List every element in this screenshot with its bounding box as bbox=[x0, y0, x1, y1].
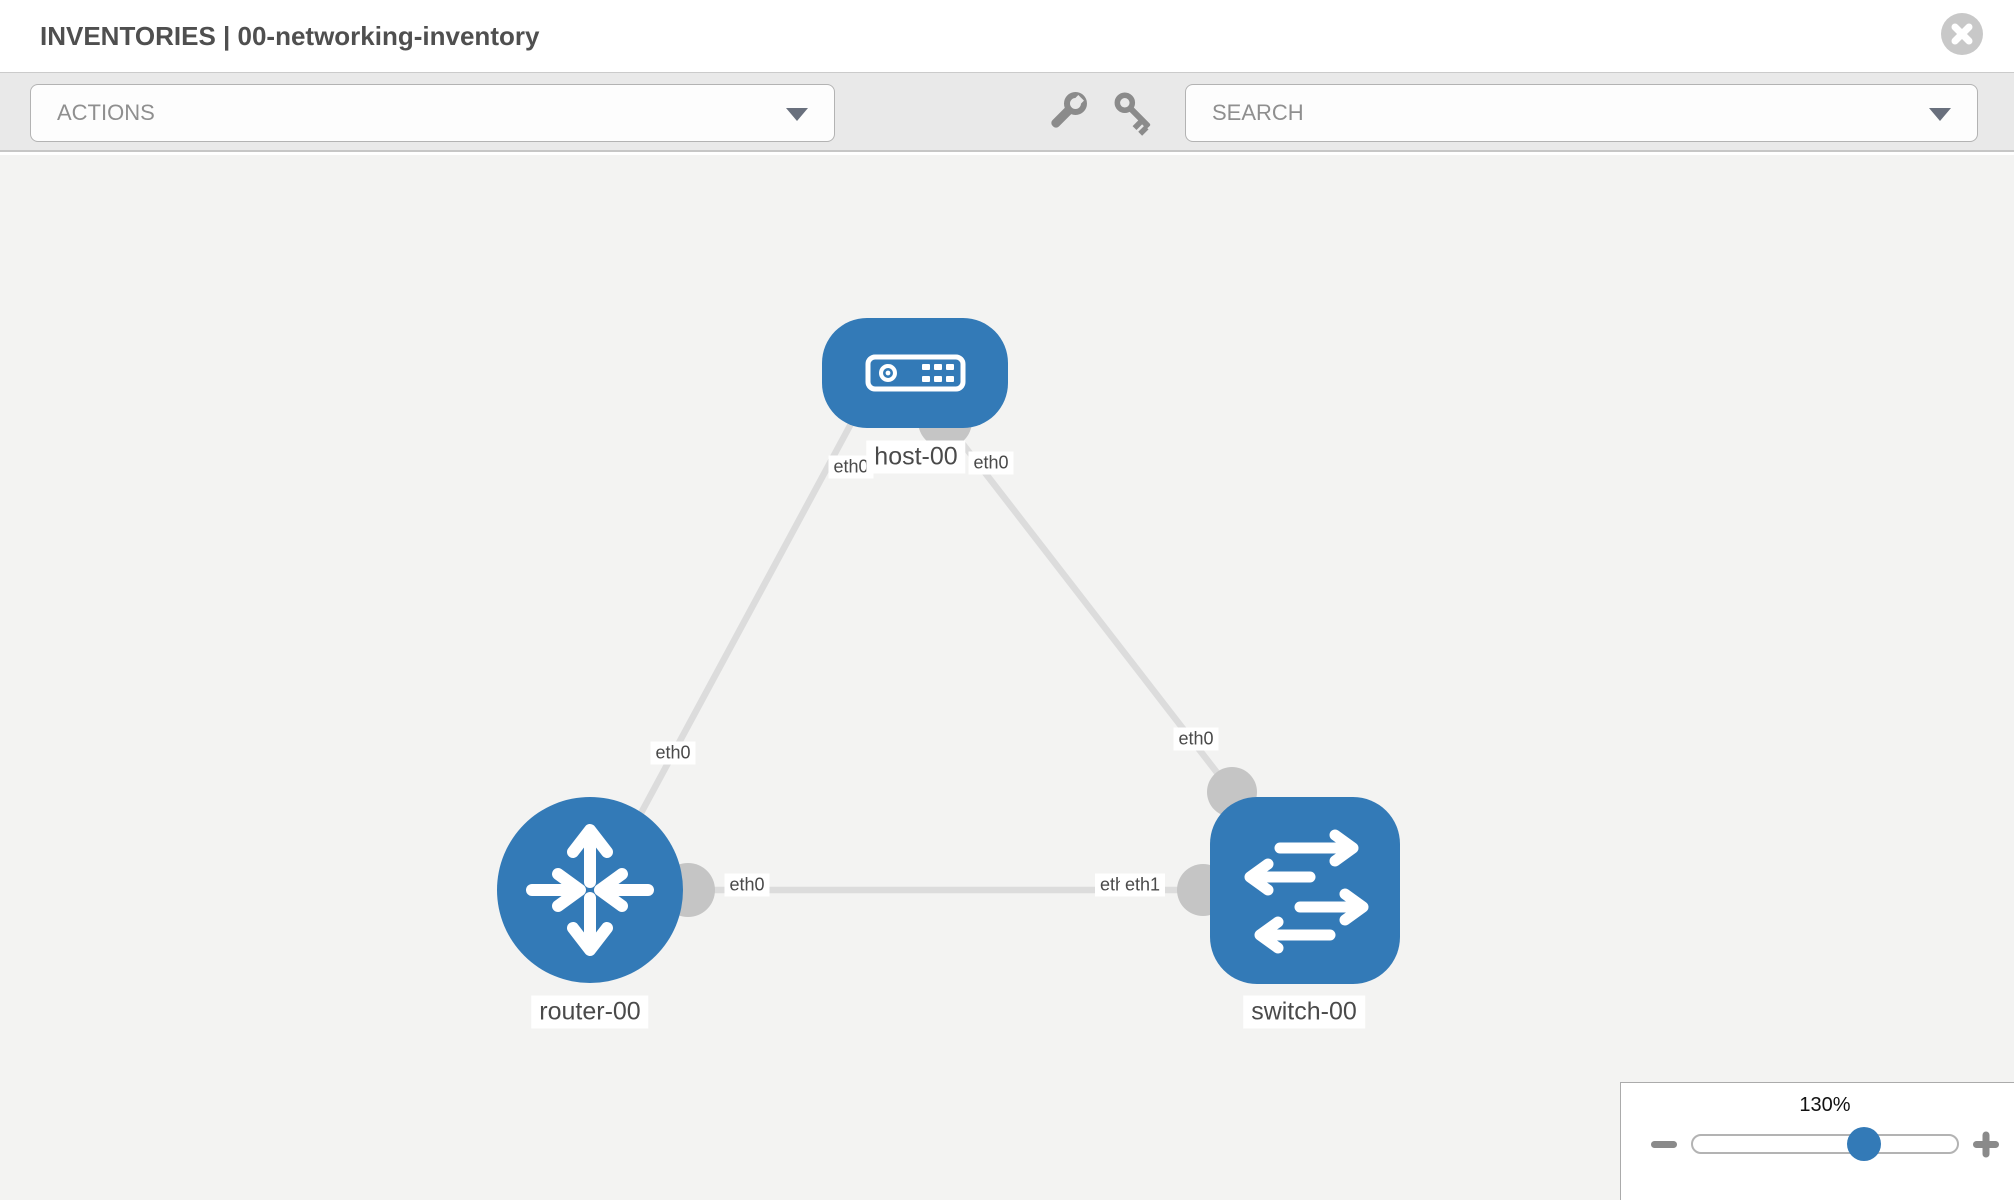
credentials-button[interactable] bbox=[1108, 84, 1160, 140]
key-icon bbox=[1114, 92, 1151, 136]
zoom-panel: 130% bbox=[1620, 1082, 2014, 1200]
interface-label: eth0 bbox=[968, 451, 1014, 475]
wrench-icon bbox=[1051, 92, 1087, 128]
header: INVENTORIES | 00-networking-inventory bbox=[0, 0, 2014, 72]
zoom-slider-handle[interactable] bbox=[1847, 1127, 1881, 1161]
interface-label: eth0 bbox=[1173, 727, 1219, 751]
node-router-00[interactable] bbox=[497, 797, 683, 983]
page-title: INVENTORIES | 00-networking-inventory bbox=[40, 21, 540, 51]
host-icon bbox=[865, 354, 966, 392]
chevron-down-icon bbox=[1929, 108, 1951, 121]
search-dropdown[interactable]: SEARCH bbox=[1185, 84, 1978, 142]
zoom-slider-track[interactable] bbox=[1691, 1134, 1959, 1154]
toolbar: ACTIONS SEARCH bbox=[0, 72, 2014, 152]
zoom-level: 130% bbox=[1799, 1094, 1851, 1116]
node-label-router: router-00 bbox=[531, 995, 649, 1029]
node-label-host: host-00 bbox=[866, 440, 966, 474]
close-icon bbox=[1951, 23, 1973, 45]
zoom-in-button[interactable] bbox=[1966, 1124, 2006, 1164]
actions-dropdown-placeholder: ACTIONS bbox=[57, 100, 155, 125]
interface-label: eth0 bbox=[828, 455, 874, 479]
actions-dropdown[interactable]: ACTIONS bbox=[30, 84, 835, 142]
router-icon bbox=[526, 824, 654, 956]
close-button[interactable] bbox=[1941, 13, 1983, 55]
interface-label: eth0 bbox=[724, 873, 770, 897]
topology-canvas[interactable]: eth0 eth0 eth0 eth0 eth0 eth0 eth1 host-… bbox=[0, 155, 2014, 1200]
node-switch-00[interactable] bbox=[1210, 797, 1400, 984]
node-host-00[interactable] bbox=[822, 318, 1008, 428]
zoom-in-icon bbox=[1973, 1131, 1999, 1158]
interface-label: eth0 bbox=[650, 741, 696, 765]
interface-label: eth1 bbox=[1120, 873, 1166, 897]
zoom-out-icon bbox=[1651, 1141, 1677, 1148]
search-dropdown-placeholder: SEARCH bbox=[1212, 100, 1304, 125]
zoom-out-button[interactable] bbox=[1644, 1124, 1684, 1164]
chevron-down-icon bbox=[786, 108, 808, 121]
switch-icon bbox=[1244, 829, 1369, 954]
configure-button[interactable] bbox=[1041, 84, 1093, 140]
node-label-switch: switch-00 bbox=[1243, 995, 1365, 1029]
